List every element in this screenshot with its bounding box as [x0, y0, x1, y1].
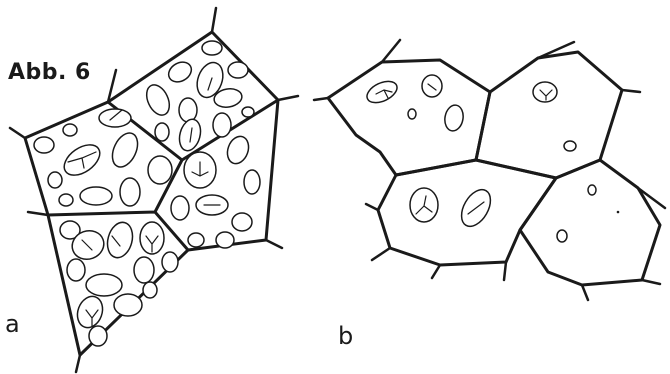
- panel-b: [314, 40, 665, 300]
- panel-label-a: a: [5, 310, 20, 338]
- figure-title: Abb. 6: [8, 60, 91, 85]
- panel-label-b: b: [338, 322, 353, 350]
- panel-b-grains: [364, 75, 620, 242]
- panel-b-cell-4: [520, 160, 660, 285]
